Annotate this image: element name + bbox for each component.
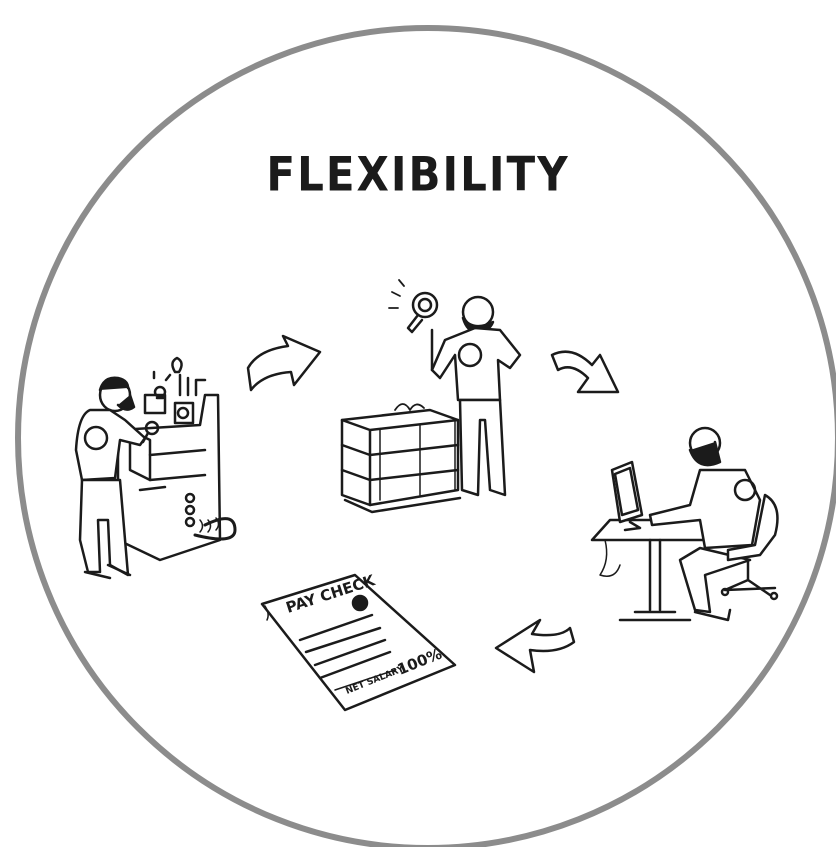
factory-worker-illustration bbox=[74, 356, 237, 580]
office-worker-illustration bbox=[590, 426, 779, 622]
office-chair-icon bbox=[720, 493, 779, 601]
computer-icon bbox=[610, 460, 644, 532]
arrow-right-1 bbox=[246, 334, 322, 392]
arrow-right-2 bbox=[550, 350, 620, 394]
diagram-title: FLEXIBILITY bbox=[266, 147, 570, 202]
magnifying-glass-icon bbox=[388, 279, 439, 334]
inspector-illustration bbox=[340, 279, 522, 514]
lightbulb-icon bbox=[152, 370, 172, 400]
paycheck-illustration bbox=[260, 573, 457, 712]
arrow-left-3 bbox=[494, 618, 576, 674]
